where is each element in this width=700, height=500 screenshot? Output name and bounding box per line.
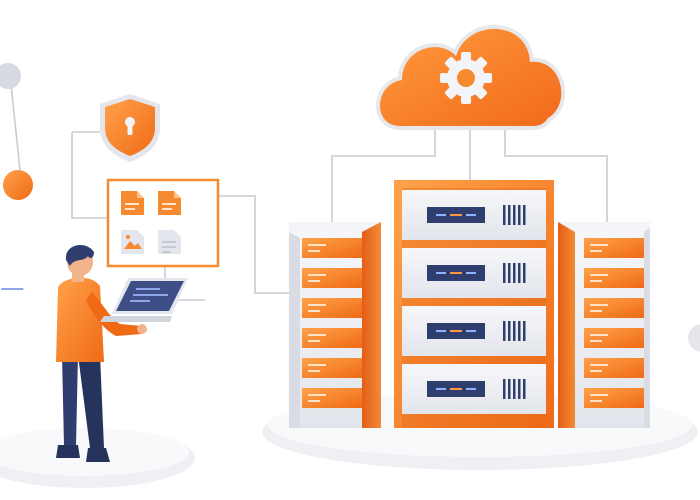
shoe [86, 448, 110, 462]
shield-icon [100, 94, 160, 162]
shirt [56, 277, 104, 362]
server-rack-icon [289, 222, 381, 428]
document-panel [106, 178, 220, 268]
server-unit [402, 190, 546, 240]
document-icon [158, 191, 181, 215]
server-rack-icon [394, 180, 554, 428]
gear-icon [440, 52, 492, 104]
decor-circle-orange [3, 170, 33, 200]
server-unit [402, 306, 546, 356]
document-icon [158, 230, 181, 254]
server-unit [402, 364, 546, 414]
decor-circle-gray [0, 63, 21, 89]
laptop-icon [0, 278, 188, 322]
document-icon [121, 191, 144, 215]
lock-icon [125, 117, 135, 135]
hair [65, 245, 94, 266]
person [0, 245, 188, 462]
shoe [56, 445, 80, 458]
cloud-icon [376, 25, 566, 130]
server-rack-icon [558, 222, 650, 428]
image-icon [121, 230, 144, 254]
decor-circle-right [688, 324, 700, 352]
server-unit [402, 248, 546, 298]
